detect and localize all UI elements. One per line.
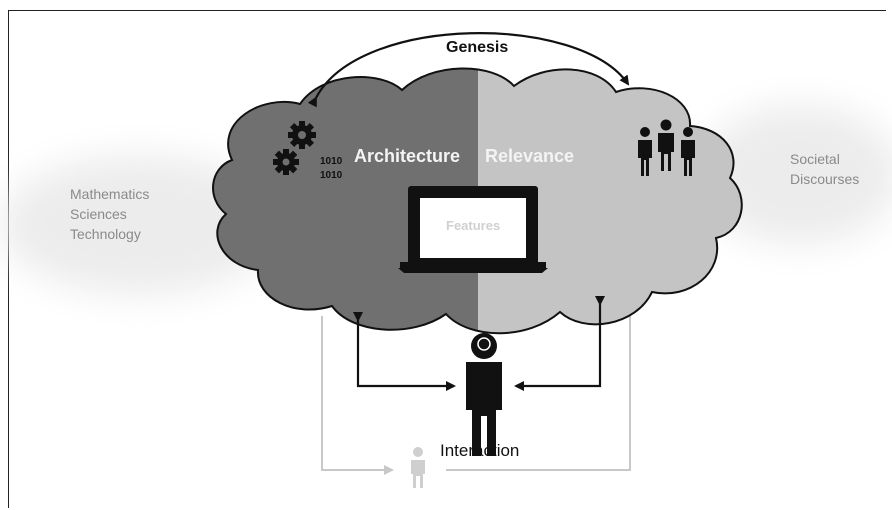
field-mathematics: Mathematics (70, 186, 149, 202)
binary-code-line-1: 1010 (320, 156, 343, 167)
features-label: Features (446, 218, 500, 233)
diagram-frame (8, 10, 886, 508)
genesis-arrow (307, 32, 630, 108)
field-technology: Technology (70, 226, 141, 242)
faint-loop (321, 300, 631, 475)
gears-icon (273, 121, 316, 175)
left-halo (0, 155, 280, 295)
right-halo (700, 105, 892, 245)
laptop-icon (398, 186, 548, 273)
field-discourses: Discourses (790, 171, 859, 187)
interaction-arrows (353, 296, 605, 391)
field-sciences: Sciences (70, 206, 127, 222)
interaction-label: Interaction (440, 441, 519, 460)
brain-icon (477, 337, 491, 351)
relevance-label: Relevance (485, 146, 574, 166)
field-societal: Societal (790, 151, 840, 167)
architecture-label: Architecture (354, 146, 460, 166)
person-thinking-icon (466, 333, 502, 456)
genesis-label: Genesis (446, 39, 508, 56)
people-icon (638, 119, 695, 176)
faint-person-icon (411, 447, 425, 488)
binary-code-line-2: 1010 (320, 170, 343, 181)
